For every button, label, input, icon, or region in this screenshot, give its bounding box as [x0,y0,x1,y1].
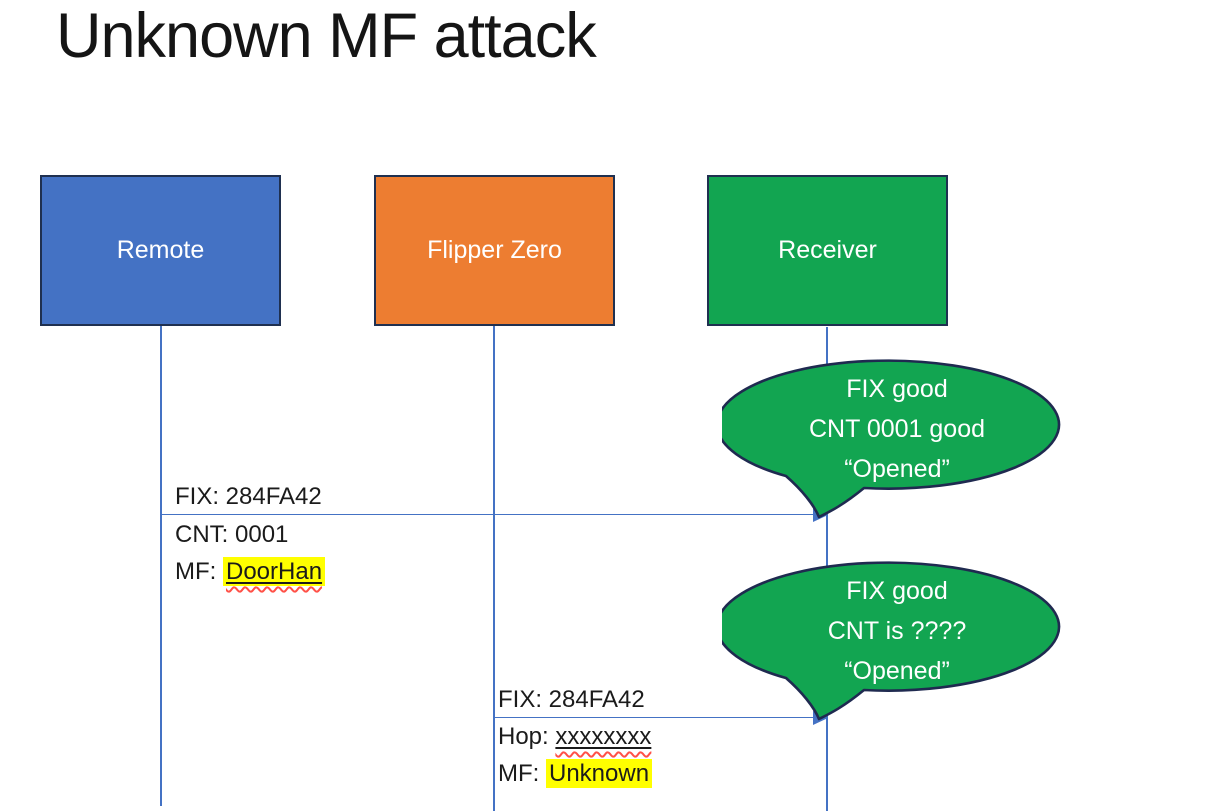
callout-2-line2: CNT is ???? [827,617,967,645]
actor-box-flipper-zero: Flipper Zero [374,175,615,326]
message2-hop-underlined: xxxxxxxx [555,723,651,750]
callout-bubble-1: FIX good CNT 0001 good “Opened” [722,359,1072,525]
message1-mf-value: DoorHan [226,558,323,585]
callout-bubble-1-shape [722,359,1061,519]
callout-1-text: FIX good CNT 0001 good “Opened” [722,369,1072,489]
message1-arrow-line [161,514,814,515]
callout-1-line2: CNT 0001 good [808,415,986,443]
message2-arrow-line [494,717,814,718]
actor-label-flipper-zero: Flipper Zero [427,236,562,264]
actor-box-remote: Remote [40,175,281,326]
message1-mf-prefix: MF: [175,558,223,585]
message2-hop-value: xxxxxxxx [555,723,652,750]
actor-label-remote: Remote [116,236,205,264]
callout-2-line1: FIX good [846,577,948,605]
message2-label-hop: Hop: xxxxxxxx [498,723,651,751]
callout-bubble-2: FIX good CNT is ???? “Opened” [722,561,1072,727]
message1-label-mf: MF: DoorHan [175,557,326,586]
message2-mf-value: Unknown [546,759,653,788]
callout-bubble-2-shape [722,561,1061,721]
lifeline-flipper-zero [493,326,495,811]
slide-title: Unknown MF attack [56,1,597,71]
message2-mf-prefix: MF: [498,760,546,787]
actor-label-receiver: Receiver [778,236,877,264]
callout-2-text: FIX good CNT is ???? “Opened” [722,571,1072,691]
callout-1-line3: “Opened” [844,455,950,483]
callout-1-line1: FIX good [846,375,948,403]
message1-mf-highlight: DoorHan [223,557,326,586]
message1-label-cnt: CNT: 0001 [175,521,289,548]
message2-label-fix: FIX: 284FA42 [498,686,645,713]
actor-box-receiver: Receiver [707,175,948,326]
callout-2-line3: “Opened” [844,657,950,685]
message2-hop-prefix: Hop: [498,723,556,750]
message2-label-mf: MF: Unknown [498,759,653,788]
message1-label-fix: FIX: 284FA42 [175,483,322,510]
lifeline-remote [160,326,162,806]
